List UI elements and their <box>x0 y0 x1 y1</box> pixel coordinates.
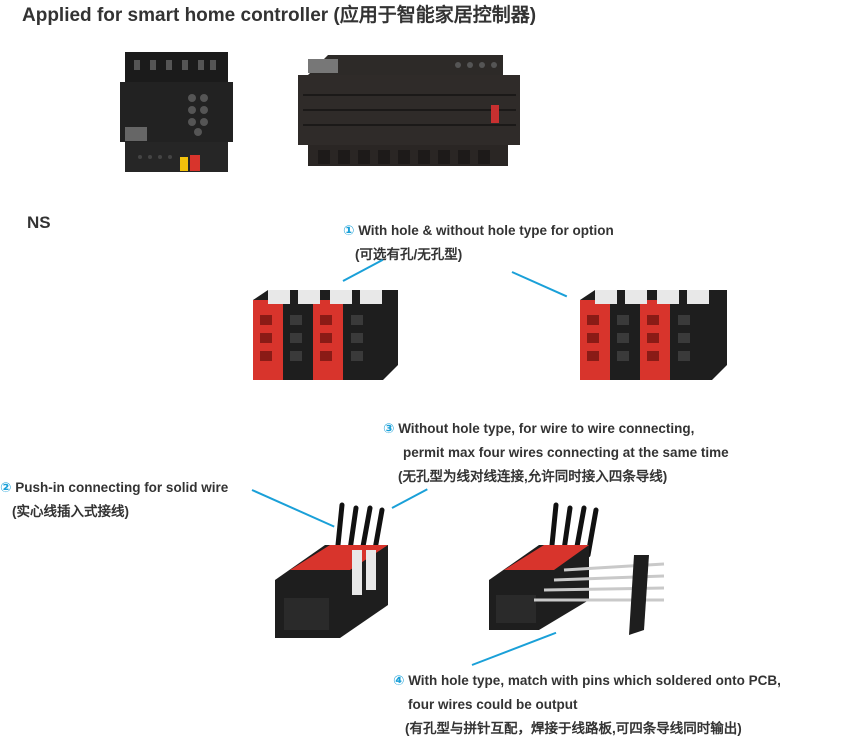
note-2-line-2: (实心线插入式接线) <box>12 504 129 519</box>
page-title: Applied for smart home controller (应用于智能… <box>22 5 537 26</box>
controller-image-large <box>298 55 520 166</box>
note-1-line-2: (可选有孔/无孔型) <box>355 247 463 262</box>
connector-image-without-hole <box>580 290 727 380</box>
section-label: NS <box>27 213 51 232</box>
number-1: ① <box>343 223 355 238</box>
number-2: ② <box>0 480 12 495</box>
number-4: ④ <box>393 673 405 688</box>
note-4-line-1: With hole type, match with pins which so… <box>404 673 781 688</box>
note-4-line-3: (有孔型与拼针互配，焊接于线路板,可四条导线同时输出) <box>405 721 742 736</box>
connector-image-wire-to-wire <box>275 502 388 638</box>
controller-image-small <box>120 52 233 172</box>
note-3-line-3: (无孔型为线对线连接,允许同时接入四条导线) <box>398 469 668 484</box>
pointer-line-1b <box>511 271 568 298</box>
note-2-line-1: Push-in connecting for solid wire <box>11 480 229 495</box>
note-2: ② Push-in connecting for solid wire (实心线… <box>0 476 228 524</box>
note-4: ④ With hole type, match with pins which … <box>393 669 781 741</box>
note-3-line-1: Without hole type, for wire to wire conn… <box>394 421 695 436</box>
note-4-line-2: four wires could be output <box>408 697 578 712</box>
note-1: ① With hole & without hole type for opti… <box>343 219 614 267</box>
note-3: ③ Without hole type, for wire to wire co… <box>383 417 729 489</box>
number-3: ③ <box>383 421 395 436</box>
connector-image-with-pins <box>489 502 665 635</box>
connector-image-with-hole <box>253 290 398 380</box>
note-3-line-2: permit max four wires connecting at the … <box>403 445 729 460</box>
note-1-line-1: With hole & without hole type for option <box>354 223 614 238</box>
